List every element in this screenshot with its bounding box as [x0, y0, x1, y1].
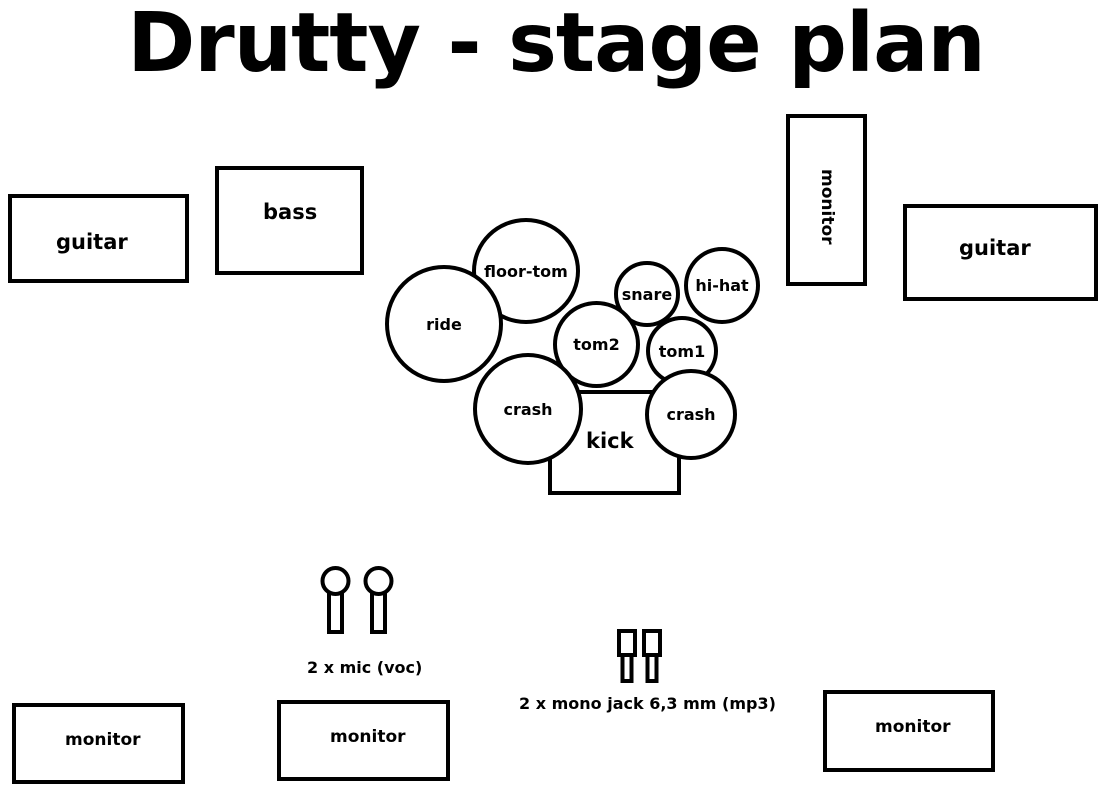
guitar-amp-left: guitar: [8, 194, 189, 283]
jack-icon: [642, 629, 662, 683]
mics-label: 2 x mic (voc): [307, 658, 423, 677]
jacks-label: 2 x mono jack 6,3 mm (mp3): [519, 694, 776, 713]
monitor-front-center-left: monitor: [277, 700, 450, 781]
guitar-amp-right: guitar: [903, 204, 1098, 301]
ride-cymbal: ride: [385, 265, 503, 383]
monitor-side-right: monitor: [786, 114, 867, 286]
monitor-front-left: monitor: [12, 703, 185, 784]
kick-drum-label: kick: [586, 429, 634, 453]
tom2-drum: tom2: [553, 301, 640, 388]
crash-cymbal-left: crash: [473, 353, 583, 465]
monitor-front-center-left-label: monitor: [330, 727, 406, 747]
monitor-front-right-label: monitor: [875, 717, 951, 737]
page-title: Drutty - stage plan: [127, 0, 986, 91]
monitor-front-right: monitor: [823, 690, 995, 772]
hi-hat-cymbal: hi-hat: [684, 247, 760, 324]
guitar-amp-left-label: guitar: [56, 230, 128, 254]
monitor-front-left-label: monitor: [65, 730, 141, 750]
bass-amp: bass: [215, 166, 364, 275]
mic-icon: [320, 566, 351, 634]
jack-icon: [617, 629, 637, 683]
mic-icon: [363, 566, 394, 634]
bass-amp-label: bass: [263, 200, 318, 224]
crash-cymbal-right: crash: [645, 369, 737, 460]
guitar-amp-right-label: guitar: [959, 236, 1031, 260]
